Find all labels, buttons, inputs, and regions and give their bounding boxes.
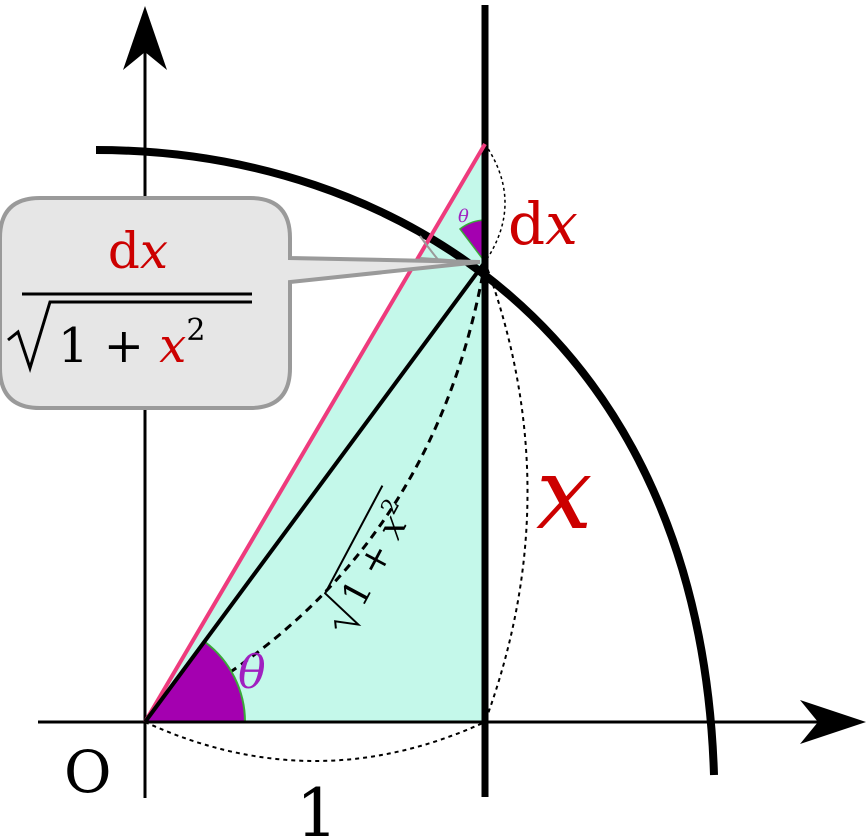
callout-pointer-inner xyxy=(419,257,479,263)
unit-length-label: 1 xyxy=(296,775,338,840)
unit-circle-arc xyxy=(95,146,718,776)
dx-label-x: x xyxy=(545,190,578,258)
callout-sqrt-sign xyxy=(7,300,252,373)
dashed-arc-right xyxy=(484,261,529,723)
callout-pointer-hook xyxy=(419,235,441,263)
pink-line xyxy=(143,142,487,724)
callout-num-d: d xyxy=(108,222,140,280)
x-length-label: x xyxy=(536,435,592,552)
hypotenuse-line xyxy=(143,260,487,724)
theta-label: θ xyxy=(238,645,266,699)
callout-den-body: 1 + xyxy=(58,318,159,374)
callout-den-x: x xyxy=(159,318,186,374)
hyp-sqrt-sign xyxy=(323,485,384,629)
dx-label: dx xyxy=(508,190,578,258)
callout-denominator: 1 + x2 xyxy=(58,313,205,374)
callout-numerator: dx xyxy=(108,222,168,280)
callout-num-x: x xyxy=(140,222,168,280)
small-theta-label: θ xyxy=(458,206,469,227)
y-axis-arrowhead xyxy=(123,6,167,70)
x-axis-arrowhead xyxy=(800,700,866,744)
theta-angle-wedge xyxy=(143,640,247,723)
dashed-arc-bottom xyxy=(144,721,486,762)
dx-label-d: d xyxy=(508,190,545,258)
origin-label: O xyxy=(64,738,112,806)
callout-den-exp: 2 xyxy=(186,313,205,348)
